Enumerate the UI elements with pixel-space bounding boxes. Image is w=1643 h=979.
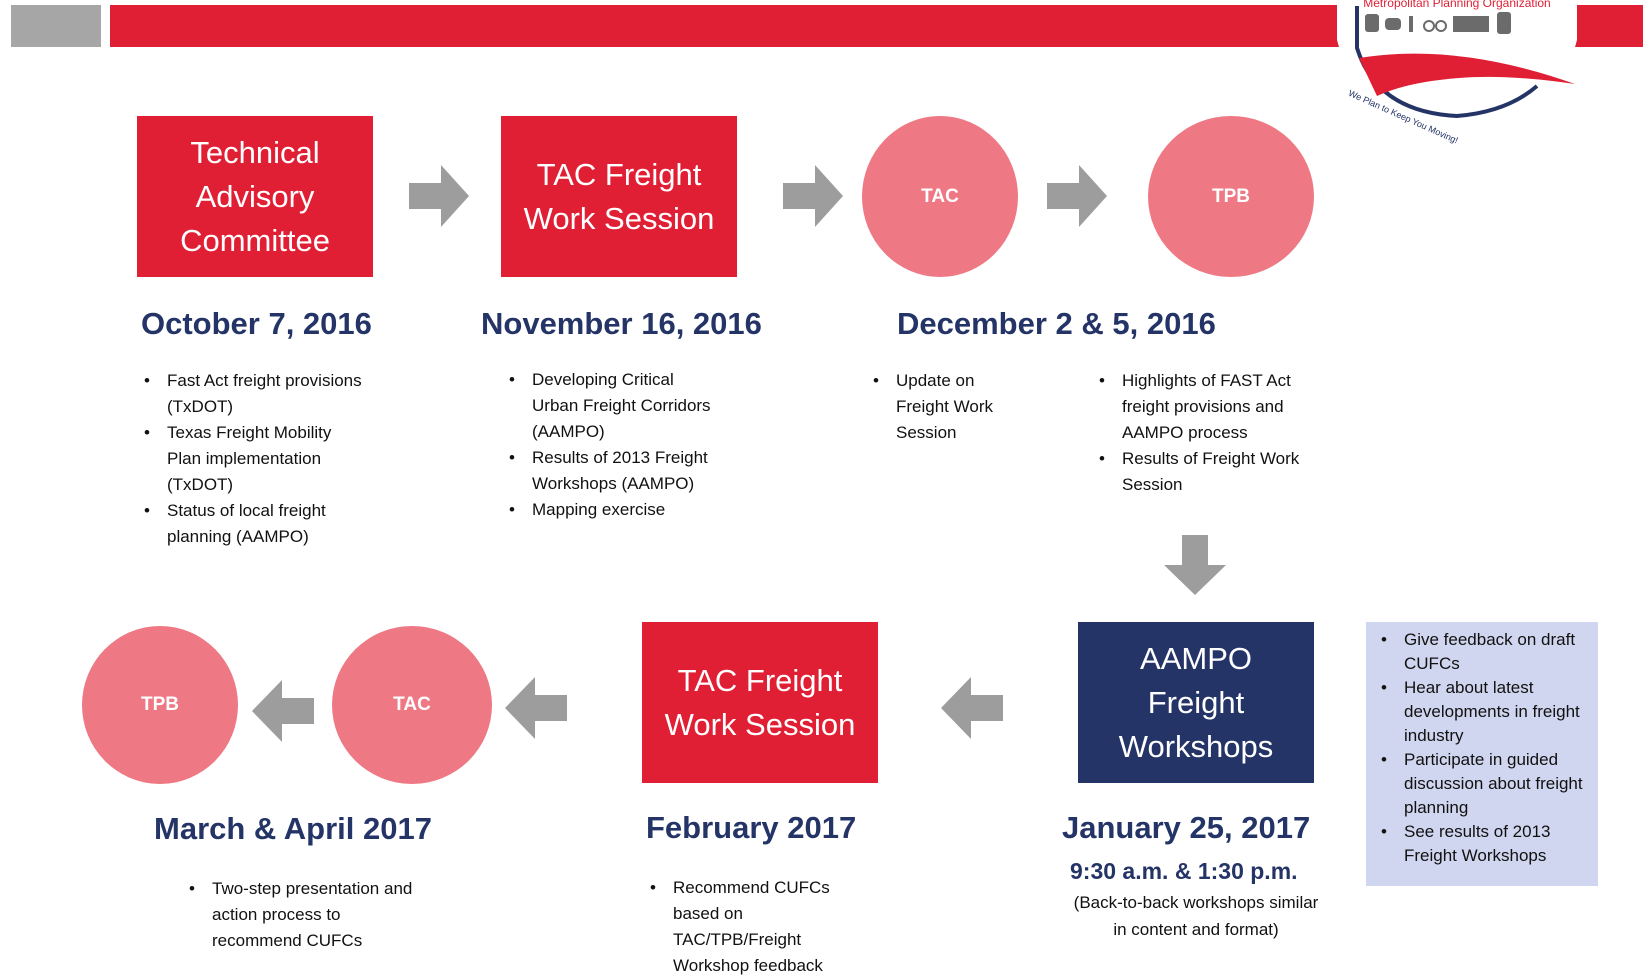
bullets-november: Developing Critical Urban Freight Corrid… — [505, 367, 720, 523]
workshop-note: (Back-to-back workshops similar in conte… — [1073, 893, 1319, 939]
logo-org-name: Metropolitan Planning Organization — [1363, 0, 1551, 10]
step-label: TAC Freight Work Session — [523, 156, 715, 236]
bullets-february: Recommend CUFCs based on TAC/TPB/Freight… — [646, 875, 861, 979]
circle-tac: TAC — [862, 116, 1018, 277]
bullets-october: Fast Act freight provisions (TxDOT) Texa… — [140, 368, 370, 550]
list-item: Results of 2013 Freight Workshops (AAMPO… — [505, 445, 720, 497]
circle-tac-bottom: TAC — [332, 626, 492, 784]
date-december-2016: December 2 & 5, 2016 — [897, 306, 1216, 341]
list-item: Highlights of FAST Act freight provision… — [1095, 368, 1340, 446]
list-item: Hear about latest developments in freigh… — [1377, 676, 1588, 748]
mpo-logo-graphic — [1337, 0, 1577, 124]
list-item: Update on Freight Work Session — [869, 368, 1004, 446]
list-item: Status of local freight planning (AAMPO) — [140, 498, 370, 550]
arrow-right-icon — [1047, 165, 1107, 227]
arrow-right-icon — [783, 165, 843, 227]
bullets-december-tac: Update on Freight Work Session — [869, 368, 1004, 446]
step-label: TAC Freight Work Session — [664, 662, 856, 742]
circle-label: TAC — [921, 185, 959, 207]
header-gray-block — [11, 5, 101, 47]
list-item: Texas Freight Mobility Plan implementati… — [140, 420, 370, 498]
date-november-2016: November 16, 2016 — [481, 306, 762, 341]
bullets-march-april: Two-step presentation and action process… — [185, 876, 425, 954]
arrow-left-icon — [252, 680, 314, 742]
date-february-2017: February 2017 — [646, 810, 857, 845]
circle-tpb: TPB — [1148, 116, 1314, 277]
workshop-callout: Give feedback on draft CUFCs Hear about … — [1366, 622, 1598, 886]
bullets-workshop-callout: Give feedback on draft CUFCs Hear about … — [1377, 628, 1588, 868]
workshop-times: 9:30 a.m. & 1:30 p.m. — [1070, 858, 1298, 884]
list-item: Recommend CUFCs based on TAC/TPB/Freight… — [646, 875, 861, 979]
list-item: Developing Critical Urban Freight Corrid… — [505, 367, 720, 445]
arrow-left-icon — [941, 677, 1003, 739]
circle-label: TAC — [393, 694, 431, 715]
transport-icons — [1365, 12, 1511, 34]
date-january-2017: January 25, 2017 — [1062, 810, 1311, 845]
arrow-right-icon — [409, 165, 469, 227]
list-item: Results of Freight Work Session — [1095, 446, 1340, 498]
step-tac-freight-work-session: TAC Freight Work Session — [501, 116, 737, 277]
list-item: Fast Act freight provisions (TxDOT) — [140, 368, 370, 420]
arrow-down-icon — [1164, 535, 1226, 595]
step-aampo-freight-workshops: AAMPO Freight Workshops — [1078, 622, 1314, 783]
circle-label: TPB — [141, 694, 179, 715]
mpo-logo: Metropolitan Planning Organization We Pl… — [1337, 0, 1577, 146]
list-item: Give feedback on draft CUFCs — [1377, 628, 1588, 676]
arrow-left-icon — [505, 677, 567, 739]
date-october-2016: October 7, 2016 — [141, 306, 372, 341]
list-item: Participate in guided discussion about f… — [1377, 748, 1588, 820]
bullets-december-tpb: Highlights of FAST Act freight provision… — [1095, 368, 1340, 498]
step-tac-freight-work-session-feb: TAC Freight Work Session — [642, 622, 878, 783]
circle-label: TPB — [1212, 185, 1250, 207]
step-technical-advisory-committee: Technical Advisory Committee — [137, 116, 373, 277]
list-item: Two-step presentation and action process… — [185, 876, 425, 954]
step-label: AAMPO Freight Workshops — [1118, 640, 1274, 764]
list-item: See results of 2013 Freight Workshops — [1377, 820, 1588, 868]
date-march-april-2017: March & April 2017 — [154, 811, 432, 846]
list-item: Mapping exercise — [505, 497, 720, 523]
step-label: Technical Advisory Committee — [180, 134, 330, 258]
circle-tpb-bottom: TPB — [82, 626, 238, 784]
